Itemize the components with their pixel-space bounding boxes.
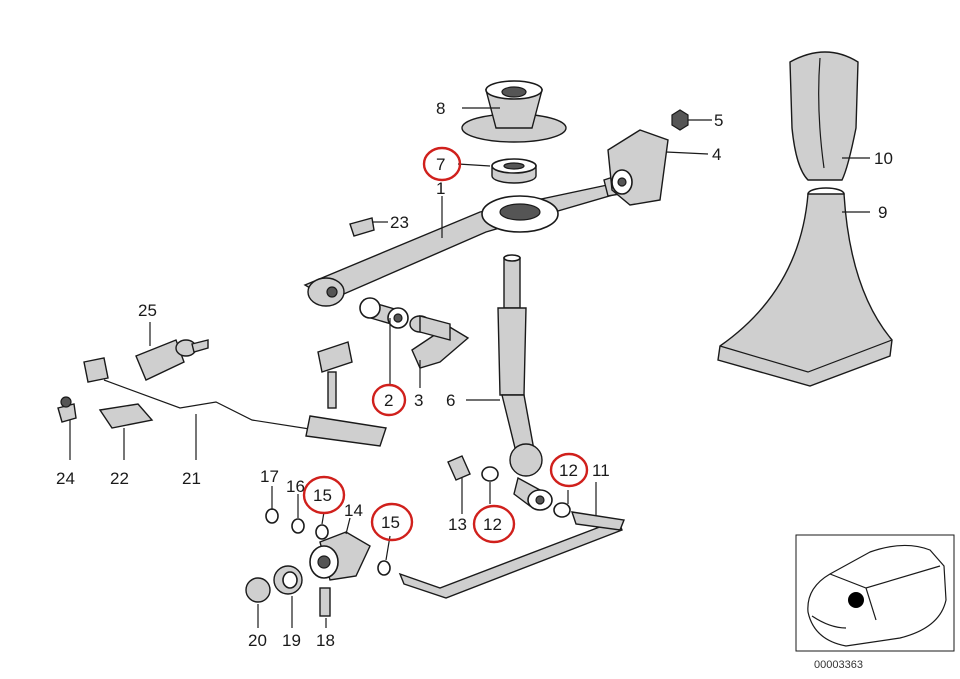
highlight-circles <box>302 146 589 544</box>
callout-14: 14 <box>344 501 363 520</box>
part-25-switch <box>135 339 209 381</box>
callout-11: 11 <box>592 461 610 480</box>
callout-1: 1 <box>436 179 445 198</box>
part-18-pin <box>319 587 331 617</box>
callout-labels: 8 7 1 23 5 4 10 9 25 2 3 6 24 22 21 12 1… <box>56 99 893 650</box>
callout-18: 18 <box>316 631 335 650</box>
part-7-ring <box>491 158 537 184</box>
callout-20-label: 20 <box>248 631 267 650</box>
part-14-joint <box>309 531 371 581</box>
callout-3: 3 <box>414 391 423 410</box>
callout-9: 9 <box>878 203 887 222</box>
part-2-bushing <box>359 297 409 329</box>
callout-10: 10 <box>874 149 893 168</box>
part-5-nut <box>671 109 689 131</box>
callout-6: 6 <box>446 391 455 410</box>
callout-17: 17 <box>260 467 279 486</box>
part-actuator <box>317 341 353 409</box>
callout-8: 8 <box>436 99 445 118</box>
callout-24: 24 <box>56 469 75 488</box>
callout-13: 13 <box>448 515 467 534</box>
part-13-clip <box>447 455 471 481</box>
callout-21: 21 <box>182 469 201 488</box>
part-15-16-17-washers <box>265 508 391 576</box>
part-6-shift-lever <box>497 254 543 508</box>
part-8-boot-bearing <box>461 80 567 143</box>
callout-12-left: 12 <box>483 515 502 534</box>
part-21-cable <box>83 357 387 447</box>
part-9-shift-boot <box>717 187 893 387</box>
part-24-clip <box>57 396 77 423</box>
callout-19: 19 <box>282 631 301 650</box>
part-1-shift-arm <box>303 175 621 307</box>
part-12-washers <box>481 466 571 518</box>
part-20-cap <box>245 577 271 603</box>
part-22-clamp <box>98 403 154 429</box>
callout-7: 7 <box>436 155 445 174</box>
callout-15-right: 15 <box>381 513 400 532</box>
part-4-bracket <box>607 129 669 206</box>
callout-4: 4 <box>712 145 721 164</box>
callout-5: 5 <box>714 111 723 130</box>
callout-25: 25 <box>138 301 157 320</box>
part-19-bushing <box>273 565 303 595</box>
part-11-selector-rod <box>398 489 625 599</box>
callout-22: 22 <box>110 469 129 488</box>
callout-23: 23 <box>390 213 409 232</box>
callout-12-right: 12 <box>559 461 578 480</box>
part-10-shift-knob <box>789 51 859 181</box>
leader-lines <box>69 107 870 628</box>
reference-number: 00003363 <box>814 659 863 671</box>
part-23-clip <box>349 217 375 237</box>
part-3-retainer <box>409 315 470 369</box>
callout-16: 16 <box>286 477 305 496</box>
car-location-inset <box>795 534 955 652</box>
callout-15-left: 15 <box>313 486 332 505</box>
callout-2: 2 <box>384 391 393 410</box>
